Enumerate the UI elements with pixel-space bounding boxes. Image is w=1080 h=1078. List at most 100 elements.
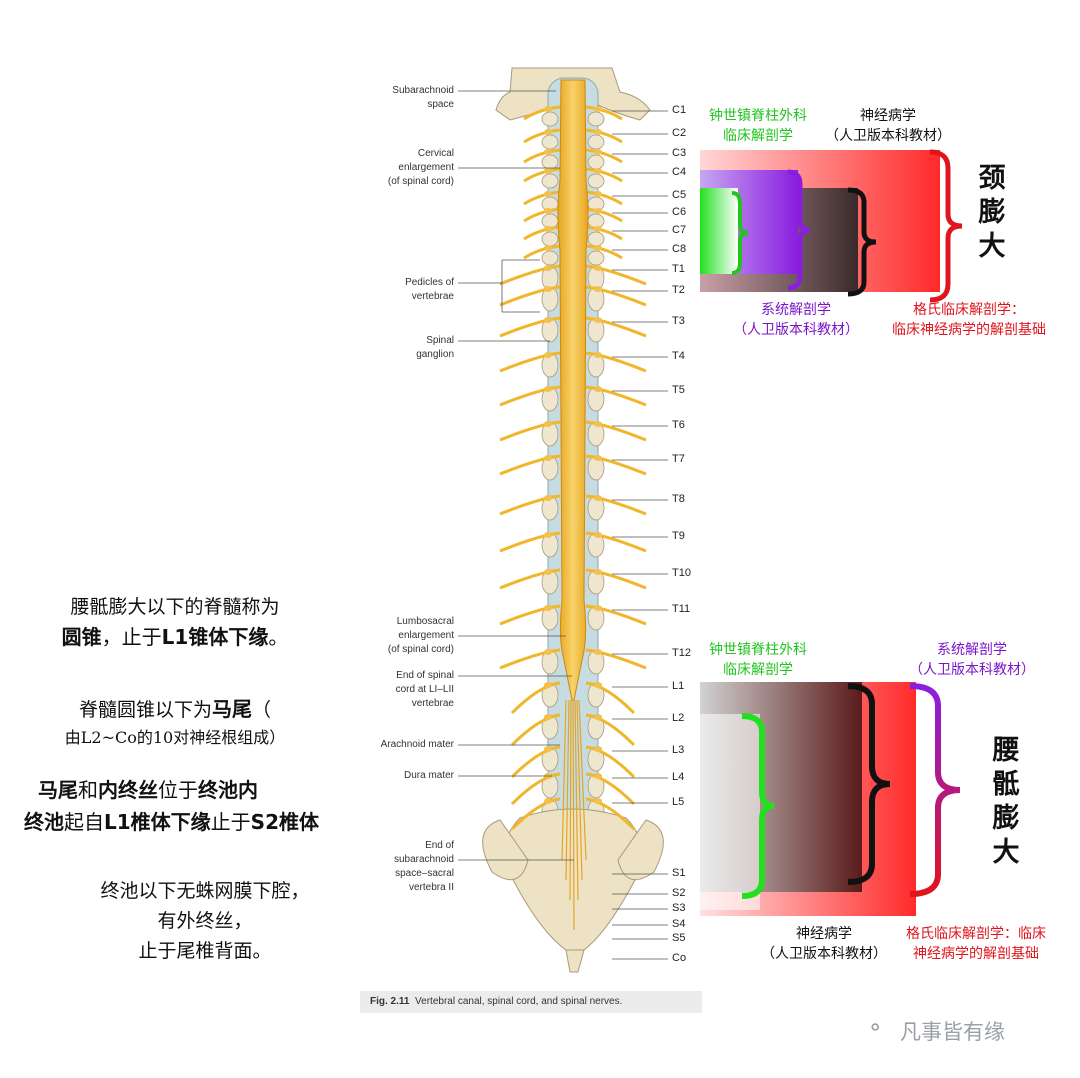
note-line: 终池起自L1椎体下缘止于S2椎体	[10, 806, 450, 838]
cervical-black-label: 神经病学 （人卫版本科教材）	[825, 108, 951, 144]
spinal-ganglion	[544, 149, 552, 155]
pedicle-c1	[587, 111, 605, 127]
spinal-ganglion	[594, 265, 602, 271]
label-pedicles-of-vertebrae: Pedicles of vertebrae	[405, 277, 454, 302]
spinal-ganglion	[594, 421, 602, 427]
spinal-ganglion	[544, 317, 552, 323]
spinal-nerve-t7-left	[499, 454, 561, 476]
pedicle-c1	[541, 111, 559, 127]
spinal-ganglion	[544, 495, 552, 501]
spinal-nerve-t10-right	[585, 568, 647, 590]
spinal-nerve-c4-right	[585, 167, 623, 183]
spinal-nerve-t7-right	[585, 454, 647, 476]
term: L1椎体下缘	[104, 810, 211, 834]
spinal-nerve-l3-right	[585, 745, 636, 779]
pedicle-c6	[541, 213, 559, 229]
spinal-ganglion	[594, 226, 602, 232]
level-label-s1: S1	[672, 867, 686, 879]
spinal-ganglion	[594, 605, 602, 611]
black-brace	[847, 683, 891, 885]
spinal-nerve-t2-left	[499, 285, 561, 307]
level-label-l5: L5	[672, 796, 685, 808]
left-ilium	[482, 819, 529, 881]
level-label-co: Co	[672, 952, 687, 964]
purple-red-brace	[909, 683, 961, 897]
level-label-c4: C4	[672, 166, 687, 178]
spinal-nerve-c8-left	[523, 244, 561, 260]
spinal-ganglion	[594, 352, 602, 358]
cervical-green-label: 钟世镇脊柱外科 临床解剖学	[709, 108, 807, 144]
figure-caption: Fig. 2.11 Vertebral canal, spinal cord, …	[360, 991, 702, 1013]
spinal-ganglion	[544, 649, 552, 655]
level-label-c8: C8	[672, 243, 687, 255]
pedicle-c8	[587, 250, 605, 266]
right-ilium	[617, 819, 664, 881]
spinal-nerve-c3-left	[523, 148, 561, 164]
watermark-text: 凡事皆有缘	[900, 1020, 1005, 1044]
spinal-nerve-c1-right	[585, 105, 623, 121]
level-label-t4: T4	[672, 350, 685, 362]
note-filum-terminale: 终池以下无蛛网膜下腔， 有外终丝， 止于尾椎背面。	[40, 876, 370, 966]
level-label-c6: C6	[672, 206, 687, 218]
spinal-ganglion	[594, 386, 602, 392]
leader-lines	[458, 90, 574, 861]
spinal-nerve-t1-left	[499, 264, 561, 286]
spinal-ganglion	[544, 129, 552, 135]
black-brace	[847, 187, 877, 297]
spinal-ganglion	[544, 245, 552, 251]
cauda-equina	[561, 699, 587, 931]
spinal-nerve-t4-left	[499, 351, 561, 373]
spinal-nerve-c5-right	[585, 190, 623, 206]
spinal-nerve-c8-right	[585, 244, 623, 260]
green-brace	[741, 713, 775, 899]
level-label-c5: C5	[672, 189, 687, 201]
note-cauda-equina: 脊髓圆锥以下为马尾（ 由L2~Co的10对神经根组成）	[10, 694, 340, 751]
label-arachnoid-mater: Arachnoid mater	[380, 739, 454, 750]
spinal-ganglion	[594, 495, 602, 501]
lumbar-green-label: 钟世镇脊柱外科 临床解剖学	[709, 642, 807, 678]
note-line: 有外终丝，	[157, 910, 253, 932]
spinal-ganglion	[544, 682, 552, 688]
cervical-purple-label: 系统解剖学 （人卫版本科教材）	[733, 302, 859, 338]
cervical-panel	[700, 149, 963, 303]
spinal-ganglion	[594, 773, 602, 779]
term: S2椎体	[250, 810, 319, 834]
spinal-ganglion	[544, 226, 552, 232]
spinal-ganglion	[594, 191, 602, 197]
spinal-nerve-t11-right	[585, 604, 647, 626]
spinal-ganglion	[544, 168, 552, 174]
spinal-nerve-t11-left	[499, 604, 561, 626]
spinal-nerve-t12-right	[585, 648, 647, 670]
pedicle-c3	[541, 154, 559, 170]
spinal-nerve-t8-right	[585, 494, 647, 516]
spinal-nerve-t9-right	[585, 531, 647, 553]
spinal-ganglion	[544, 265, 552, 271]
spinal-nerve-c6-left	[523, 207, 561, 223]
spine-illustration	[458, 67, 668, 973]
pedicle-c8	[541, 250, 559, 266]
cervical-red-label: 格氏临床解剖学： 临床神经病学的解剖基础	[892, 302, 1046, 338]
level-label-t8: T8	[672, 493, 685, 505]
note-line: 脊髓圆锥以下为马尾（	[10, 694, 340, 725]
pedicle-c2	[541, 134, 559, 150]
level-label-s4: S4	[672, 918, 686, 930]
term-cauda-equina: 马尾	[212, 697, 252, 721]
level-label-t9: T9	[672, 530, 685, 542]
pedicle-c3	[587, 154, 605, 170]
label-end-of-subarachnoid-space: End of subarachnoid space–sacral vertebr…	[393, 840, 454, 893]
label-cervical-enlargement: Cervical enlargement (of spinal cord)	[387, 148, 454, 187]
level-label-s3: S3	[672, 902, 686, 914]
term: 内终丝	[98, 778, 158, 802]
spinal-nerve-t6-right	[585, 420, 647, 442]
spinal-ganglion	[594, 317, 602, 323]
note-text: ，止于	[101, 625, 162, 649]
level-label-t3: T3	[672, 315, 685, 327]
term-l1-lower-edge: L1锥体下缘	[161, 625, 269, 649]
note-line: 止于尾椎背面。	[138, 940, 272, 962]
spinal-ganglion	[594, 532, 602, 538]
spinal-cord	[557, 79, 589, 701]
level-label-c1: C1	[672, 104, 687, 116]
note-line: 由L2~Co的10对神经根组成）	[64, 728, 286, 747]
pedicle-c4	[541, 173, 559, 189]
green-range-box	[700, 188, 738, 274]
